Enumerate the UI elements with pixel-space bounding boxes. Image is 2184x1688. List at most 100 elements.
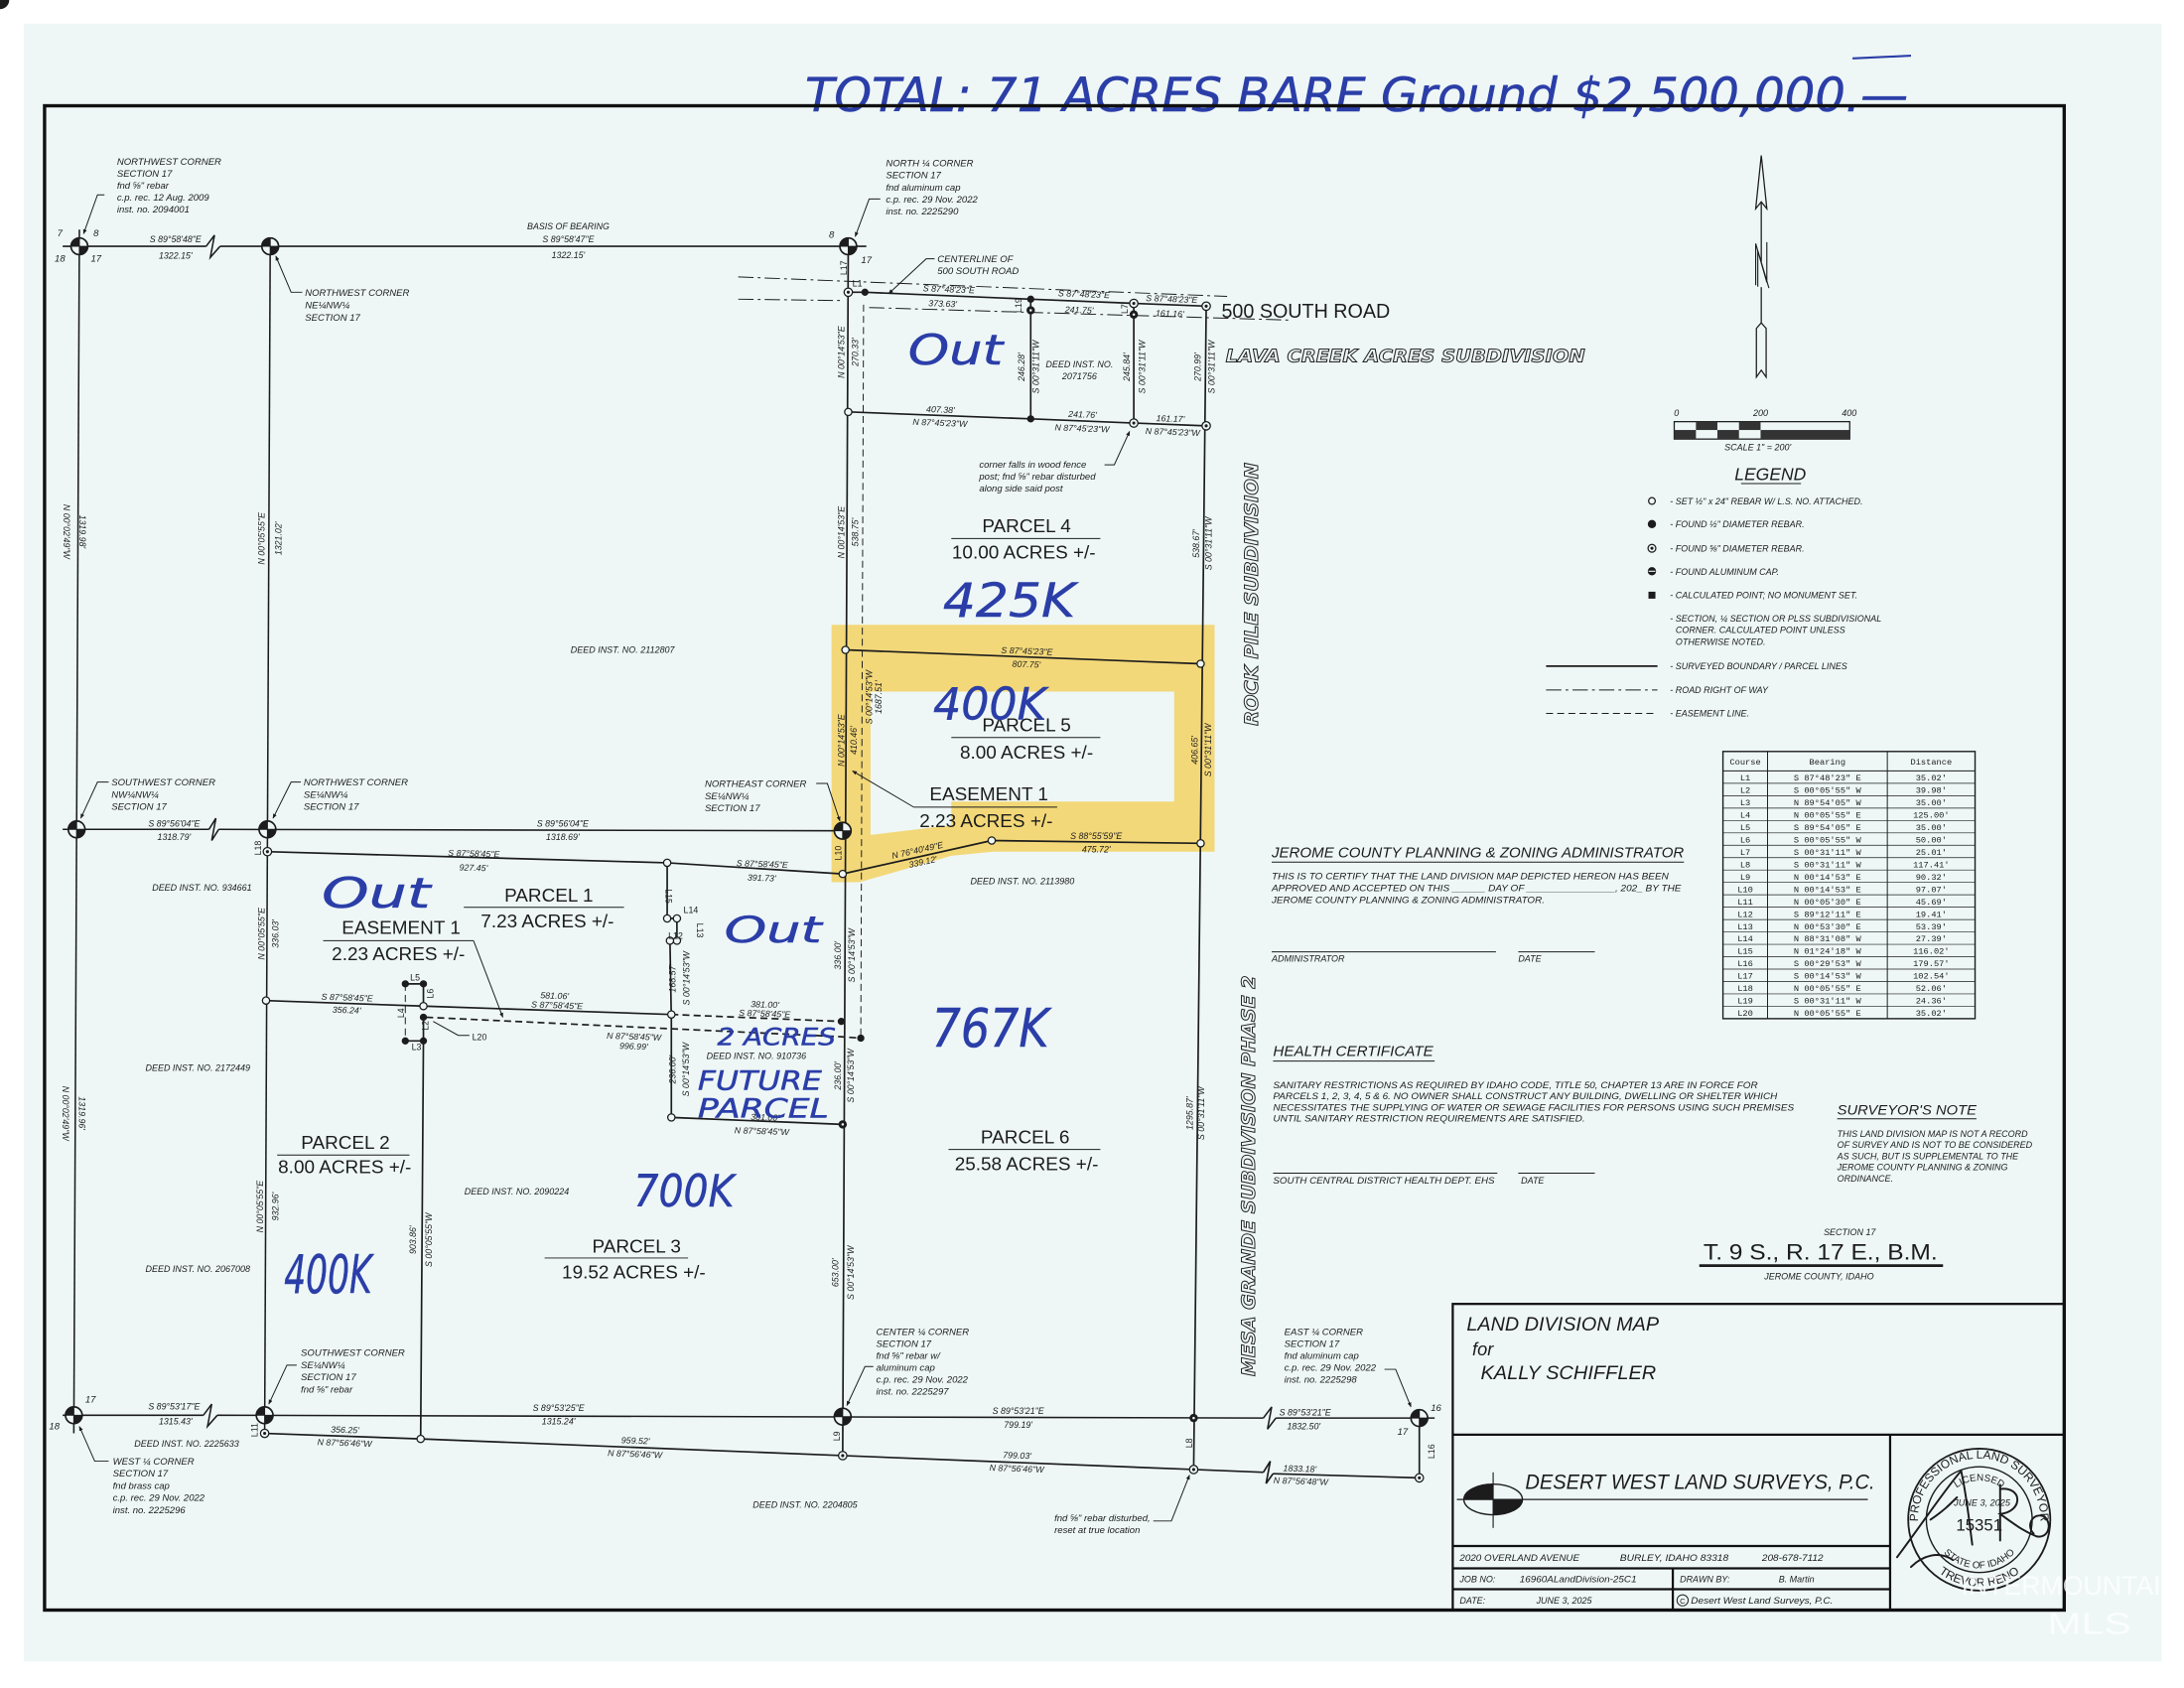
bearing-text: N 87°56'46"W — [608, 1448, 664, 1460]
note-line: SECTION 17 — [705, 803, 760, 814]
section-number: 18 — [55, 253, 66, 264]
bearing-text: S 87°48'23"E — [1058, 288, 1111, 300]
bearing-text: S 00°14'53"W — [682, 949, 692, 1005]
deed-label: DEED INST. NO. 2204805 — [752, 1500, 858, 1510]
note-text: THIS LAND DIVISION MAP IS NOT A RECORD — [1838, 1129, 2028, 1139]
note-line: NW¼NW¼ — [111, 789, 159, 800]
calculated-point-icon — [401, 980, 409, 988]
plss-corner-icon — [65, 1406, 83, 1425]
dimension-label: S 00°14'53"W 336.00' — [833, 926, 857, 982]
dimension-label: 407.38' N 87°45'23"W — [912, 404, 969, 429]
bearing-text: S 00°14'53"W — [847, 926, 857, 982]
parcel-label-2: PARCEL 2 8.00 ACRES +/- — [277, 1133, 411, 1178]
course-label-l12: L12 — [668, 930, 683, 940]
seal-inner-top-text: LICENSED — [1952, 1473, 2005, 1490]
bearing-text: N 87°45'23"W — [912, 417, 969, 429]
svg-text:N 01°24'18" W: N 01°24'18" W — [1794, 947, 1862, 957]
bearing-text: S 87°58'45"E — [531, 1000, 583, 1012]
dimension-label: S 87°48'23"E 161.16' — [1146, 293, 1198, 319]
dimension-label: S 87°45'23"E 807.75' — [1001, 645, 1053, 670]
dimension-label: 581.06' S 87°58'45"E — [531, 990, 583, 1012]
scale-caption: SCALE 1" = 200' — [1724, 442, 1791, 452]
bearing-text: S 89°58'47"E — [542, 234, 594, 244]
legend-item: - FOUND ALUMINUM CAP. — [1670, 567, 1779, 577]
corner-note-sw-nw-nw: SOUTHWEST CORNER NW¼NW¼ SECTION 17 — [111, 777, 215, 813]
legend-item: - FOUND ⅝" DIAMETER REBAR. — [1670, 544, 1804, 554]
dimension-label: S 00°31'11"W 1295.87' — [1185, 1085, 1206, 1140]
set-rebar-icon — [416, 1434, 426, 1444]
plss-corner-icon — [69, 236, 89, 256]
bearing-text: S 89°53'17"E — [148, 1402, 200, 1412]
handwritten-price-parcel-2: 400K — [284, 1244, 374, 1306]
parcel-4-5-line — [845, 648, 1201, 665]
distance-text: 959.52' — [621, 1435, 650, 1446]
bearing-text: S 00°31'11"W — [1031, 339, 1041, 393]
table-header: Distance — [1910, 758, 1952, 768]
line-break-symbol — [203, 1403, 218, 1430]
svg-text:27.39': 27.39' — [1916, 934, 1947, 944]
dimension-label: S 00°14'53"W 168.57' — [667, 949, 691, 1005]
calculated-point-icon — [1026, 415, 1034, 423]
dimension-label: S 87°58'45"E 391.73' — [737, 858, 788, 883]
easement-line — [426, 1016, 862, 1040]
note-line: SE¼NW¼ — [705, 791, 750, 802]
bearing-text: S 00°31'11"W — [1204, 515, 1214, 570]
distance-text: 336.00' — [833, 941, 843, 970]
legend-item: OTHERWISE NOTED. — [1676, 637, 1766, 647]
section-number: 18 — [49, 1421, 60, 1432]
calculated-point-icon — [857, 1034, 865, 1043]
parcel-label-5: PARCEL 5 8.00 ACRES +/- — [951, 715, 1101, 764]
easement-area: 2.23 ACRES +/- — [919, 811, 1052, 832]
planning-certificate: JEROME COUNTY PLANNING & ZONING ADMINIST… — [1271, 845, 1685, 963]
distance-text: 410.46' — [849, 726, 859, 755]
drawing-frame — [43, 103, 2067, 1613]
section-label: SECTION 17 — [1824, 1227, 1876, 1237]
legend-item: - SECTION, ¼ SECTION OR PLSS SUBDIVISION… — [1670, 614, 1881, 624]
parcel-labels: PARCEL 1 7.23 ACRES +/- PARCEL 2 8.00 AC… — [277, 516, 1101, 1283]
basis-of-bearing-text: BASIS OF BEARING — [527, 221, 610, 231]
bearing-text: N 87°56'46"W — [317, 1437, 373, 1449]
leader-line — [433, 1021, 470, 1037]
dimension-label: N 87°58'45"W 996.99' — [607, 1031, 663, 1052]
svg-text:N 00°05'55" E: N 00°05'55" E — [1794, 811, 1861, 821]
handwritten-annotations: Out Out Out 425K 400K 767K 700K 400K 2 A… — [284, 326, 1080, 1306]
scale-tick-label: 200 — [1752, 408, 1768, 418]
section-number: 8 — [829, 230, 835, 241]
legend-item: CORNER. CALCULATED POINT UNLESS — [1676, 626, 1845, 635]
course-label-l6: L6 — [425, 989, 435, 999]
dimension-label: N 00°05'55"E 1321.02' — [257, 512, 284, 565]
distance-text: 236.00' — [667, 1055, 677, 1085]
deed-number: 2071756 — [1061, 371, 1097, 381]
date-label: DATE: — [1459, 1596, 1485, 1606]
dimension-label: S 89°56'04"E 1318.69' — [537, 818, 589, 841]
found-rebar-icon — [1647, 543, 1657, 553]
bearing-text: S 87°58'45"E — [739, 1008, 790, 1020]
parcel-area: 25.58 ACRES +/- — [955, 1155, 1099, 1176]
parcel-name: PARCEL 1 — [504, 886, 593, 907]
distance-text: 538.75' — [850, 517, 860, 546]
course-label-l2: L2 — [420, 1021, 430, 1031]
seal-date: JUNE 3, 2025 — [1953, 1497, 2011, 1507]
deed-label: DEED INST. NO. — [1045, 359, 1113, 369]
course-label-l14: L14 — [684, 905, 699, 914]
course-label-l16: L16 — [1427, 1444, 1436, 1459]
distance-text: 807.75' — [1012, 658, 1040, 669]
calculated-point-icon — [419, 1013, 428, 1022]
dimension-label: 356.25' N 87°56'46"W — [317, 1425, 373, 1450]
drawn-by-label: DRAWN BY: — [1680, 1574, 1730, 1584]
note-line: aluminum cap — [877, 1362, 935, 1373]
township-range-label: T. 9 S., R. 17 E., B.M. — [1704, 1239, 1938, 1264]
parcel-name: PARCEL 2 — [301, 1133, 389, 1154]
found-rebar-icon — [843, 287, 854, 298]
corner-note-west-quarter: WEST ¼ CORNER SECTION 17 fnd brass cap c… — [113, 1457, 205, 1516]
handwritten-price-parcel-5: 400K — [933, 678, 1049, 731]
svg-text:L5: L5 — [1740, 823, 1750, 833]
dimension-label: S 89°56'04"E 1318.79' — [148, 818, 200, 841]
bearing-text: S 00°31'11"W — [1206, 339, 1216, 393]
distance-text: 1322.15' — [159, 251, 193, 261]
svg-text:L17: L17 — [1737, 972, 1753, 982]
job-number-label: JOB NO: — [1458, 1574, 1495, 1584]
found-half-rebar-icon — [1189, 1413, 1198, 1423]
